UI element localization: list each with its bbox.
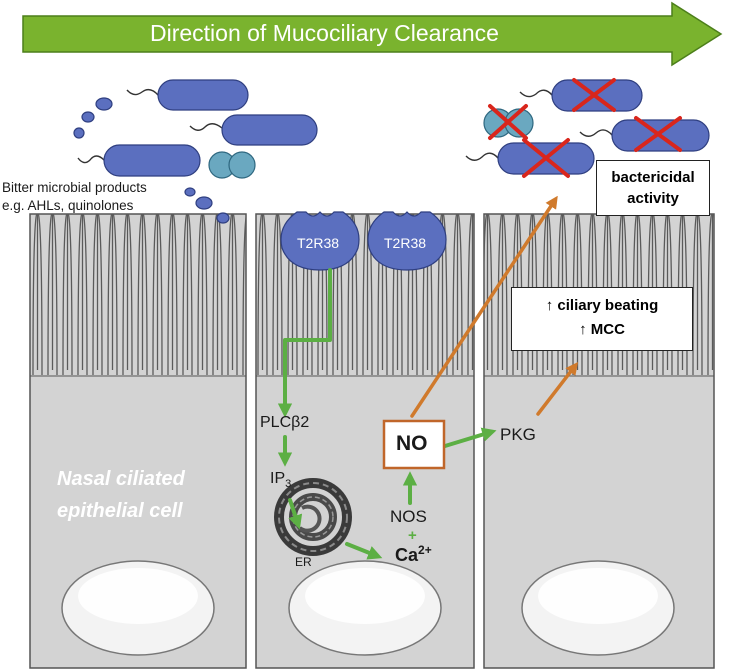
ip3-base: IP: [270, 470, 286, 487]
mucociliary-direction-arrow: [22, 1, 723, 67]
ciliary-line1: ↑ ciliary beating: [545, 297, 659, 314]
receptor-label-1: T2R38: [297, 235, 340, 251]
ciliary-beating-box: ↑ ciliary beating ↑ MCC: [511, 287, 693, 351]
banner-title: Direction of Mucociliary Clearance: [150, 20, 499, 46]
ip3-label: IP3: [270, 470, 291, 490]
receptor-label-2: T2R38: [384, 235, 427, 251]
signaling-arrows: [277, 268, 497, 560]
calcium-label: Ca2+: [395, 543, 432, 566]
no-box: [382, 419, 446, 470]
bitter-products-line2: e.g. AHLs, quinolones: [2, 198, 134, 213]
calcium-superscript: 2+: [418, 543, 432, 557]
ip3-subscript: 3: [285, 478, 292, 491]
cell-left: [29, 213, 247, 669]
bactericidal-activity-box: bactericidal activity: [596, 160, 710, 216]
cell-middle: [255, 213, 475, 669]
effect-arrows: [410, 195, 579, 418]
calcium-plus: +: [408, 527, 417, 544]
bactericidal-line1: bactericidal: [611, 169, 695, 186]
plc-beta2-label: PLCβ2: [260, 414, 310, 431]
er-label: ER: [295, 555, 312, 569]
t2r38-receptor-1: [280, 211, 360, 271]
t2r38-receptor-2: [367, 211, 447, 271]
bitter-products-line1: Bitter microbial products: [2, 180, 147, 195]
kill-cross-marks: [488, 78, 682, 178]
bactericidal-line2: activity: [627, 190, 679, 207]
no-label: NO: [396, 432, 428, 455]
ciliary-line2: ↑ MCC: [579, 321, 625, 338]
cell-label-line1: Nasal ciliated: [57, 468, 185, 490]
calcium-base: Ca: [395, 545, 419, 565]
cell-label-line2: epithelial cell: [57, 500, 183, 522]
pkg-label: PKG: [500, 425, 536, 444]
bacteria-left: [73, 79, 318, 224]
nos-label: NOS: [390, 507, 427, 526]
